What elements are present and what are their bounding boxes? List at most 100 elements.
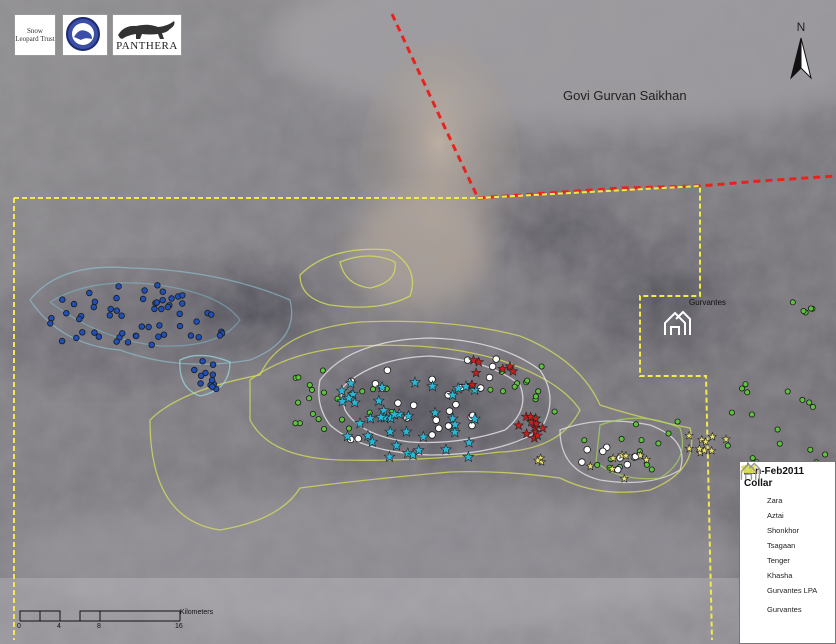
tenger-location-star — [504, 360, 516, 372]
khasha-location-star — [390, 439, 403, 451]
shonkhor-location-dot — [197, 380, 204, 387]
zara-location-star — [621, 450, 631, 460]
legend-item-aztai: Aztai — [744, 465, 831, 523]
town-icon — [740, 462, 764, 620]
shonkhor-location-dot — [216, 332, 224, 339]
tsagaan-location-dot — [599, 447, 607, 455]
home-range-contour — [299, 248, 414, 308]
tenger-location-star — [521, 428, 533, 439]
tsagaan-location-dot — [492, 355, 500, 363]
khasha-star-icon — [741, 462, 764, 583]
shonkhor-location-dot — [124, 339, 132, 346]
aztai-location-dot — [306, 395, 313, 402]
tenger-location-star — [507, 365, 519, 376]
aztai-location-dot — [295, 399, 302, 406]
zara-location-star — [607, 464, 618, 474]
shonkhor-location-dot — [159, 297, 166, 304]
tenger-location-star — [537, 422, 549, 433]
aztai-location-dot — [728, 409, 735, 416]
shonkhor-location-dot — [176, 310, 183, 317]
khasha-location-star — [341, 430, 354, 442]
home-range-contour — [149, 320, 693, 531]
tsagaan-dot-icon — [743, 464, 764, 553]
legend-label: Tenger — [767, 556, 790, 565]
aztai-location-dot — [524, 377, 531, 384]
tenger-location-star — [525, 411, 537, 422]
shonkhor-location-dot — [90, 303, 97, 311]
home-range-contour — [339, 255, 396, 289]
zara-location-star — [684, 443, 695, 453]
aztai-location-dot — [321, 389, 328, 396]
leopard-silhouette-icon — [118, 21, 175, 39]
zara-location-star — [707, 431, 718, 441]
tsagaan-location-dot — [428, 431, 436, 439]
shonkhor-location-dot — [164, 303, 172, 311]
khasha-location-star — [452, 382, 465, 394]
tenger-location-star — [497, 363, 508, 374]
lpa-boundary-line — [13, 184, 713, 641]
khasha-location-star — [335, 384, 348, 396]
shonkhor-location-dot — [73, 334, 80, 342]
khasha-location-star — [446, 388, 459, 401]
aztai-location-dot — [594, 461, 601, 468]
aztai-location-dot — [744, 389, 751, 396]
shonkhor-location-dot — [195, 334, 202, 341]
scale-bar-graphic — [19, 610, 181, 622]
home-range-contour — [339, 355, 524, 444]
legend-item-khasha: Khasha — [741, 462, 831, 583]
north-label: N — [796, 20, 806, 34]
home-range-contour — [595, 417, 684, 480]
aztai-dot-icon — [744, 465, 764, 523]
aztai-location-dot — [748, 411, 755, 418]
zara-location-star — [641, 454, 652, 464]
aztai-location-dot — [319, 367, 326, 374]
tsagaan-location-dot — [354, 435, 362, 443]
legend-label: Gurvantes LPA — [767, 586, 818, 595]
shonkhor-location-dot — [208, 377, 216, 384]
aztai-location-dot — [800, 307, 807, 314]
north-arrow-icon — [790, 37, 812, 80]
tenger-location-star — [467, 354, 479, 365]
scale-tick: 0 — [17, 623, 21, 630]
tsagaan-location-dot — [452, 400, 460, 409]
shonkhor-location-dot — [91, 329, 98, 336]
shonkhor-location-dot — [155, 333, 162, 340]
khasha-location-star — [446, 412, 459, 424]
zara-location-star — [706, 445, 717, 455]
zara-location-star — [700, 436, 711, 446]
shonkhor-location-dot — [176, 322, 184, 330]
shonkhor-location-dot — [153, 299, 160, 306]
town-label: Gurvantes — [689, 298, 726, 307]
shonkhor-location-dot — [91, 298, 99, 305]
shonkhor-location-dot — [202, 369, 209, 377]
home-range-contour — [249, 344, 581, 461]
shonkhor-location-dot — [145, 323, 152, 331]
shonkhor-location-dot — [154, 282, 161, 289]
khasha-location-star — [439, 443, 453, 455]
tsagaan-location-dot — [614, 465, 622, 474]
aztai-location-dot — [674, 418, 681, 425]
aztai-location-dot — [633, 421, 640, 428]
khasha-location-star — [375, 380, 389, 393]
tsagaan-location-dot — [583, 446, 591, 454]
shonkhor-location-dot — [138, 323, 145, 330]
legend-label: Tsagaan — [767, 541, 796, 550]
khasha-location-star — [400, 425, 413, 437]
khasha-location-star — [344, 377, 357, 389]
zara-location-star — [619, 473, 630, 483]
tenger-location-star — [513, 419, 525, 430]
aztai-location-dot — [648, 466, 655, 473]
shonkhor-location-dot — [70, 300, 78, 308]
aztai-location-dot — [551, 408, 558, 415]
aztai-location-dot — [655, 440, 662, 447]
shonkhor-location-dot — [151, 305, 158, 313]
aztai-location-dot — [345, 425, 352, 432]
shonkhor-location-dot — [133, 332, 140, 340]
shonkhor-location-dot — [199, 358, 206, 365]
aztai-location-dot — [499, 388, 506, 395]
shonkhor-dot-icon — [744, 465, 764, 538]
aztai-location-dot — [774, 426, 781, 433]
khasha-location-star — [417, 430, 430, 443]
